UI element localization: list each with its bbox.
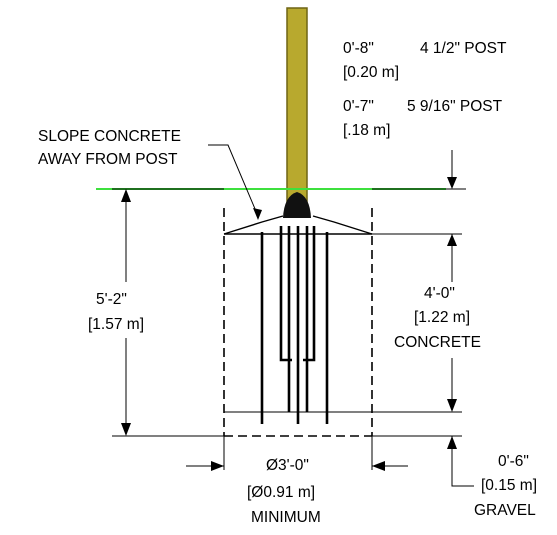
concrete-slope-line <box>223 215 373 235</box>
diameter-metric-label: [Ø0.91 m] <box>247 484 315 501</box>
minimum-label: MINIMUM <box>251 509 321 526</box>
diameter-dimension <box>186 436 408 471</box>
slope-leader-arrow <box>253 208 262 220</box>
slope-note-line2: AWAY FROM POST <box>38 151 178 168</box>
diameter-label: Ø3'-0" <box>266 457 309 474</box>
total-depth-label: 5'-2" <box>96 291 127 308</box>
gravel-depth-metric-label: [0.15 m] <box>481 477 537 494</box>
gravel-depth-dimension <box>372 435 474 487</box>
slope-leader-line <box>208 144 259 217</box>
post-b-dimension-label: 0'-7" <box>343 98 374 115</box>
post-b-size-label: 5 9/16" POST <box>407 98 503 115</box>
concrete-depth-dimension <box>372 233 462 413</box>
gravel-depth-label: 0'-6" <box>498 453 529 470</box>
post-a-metric-label: [0.20 m] <box>343 64 399 81</box>
rebar-cage <box>260 226 329 424</box>
post-b-metric-label: [.18 m] <box>343 122 390 139</box>
concrete-label: CONCRETE <box>394 334 481 351</box>
post-a-size-label: 4 1/2" POST <box>420 40 507 57</box>
post-a-dimension-label: 0'-8" <box>343 40 374 57</box>
total-depth-dimension <box>112 188 224 437</box>
gravel-label: GRAVEL <box>474 502 536 519</box>
post <box>286 7 308 217</box>
post-embed-dimension <box>372 150 466 248</box>
concrete-depth-label: 4'-0" <box>424 285 455 302</box>
post-cap-fitting <box>283 192 311 218</box>
total-depth-metric-label: [1.57 m] <box>88 316 144 333</box>
concrete-depth-metric-label: [1.22 m] <box>414 309 470 326</box>
slope-note-line1: SLOPE CONCRETE <box>38 128 181 145</box>
